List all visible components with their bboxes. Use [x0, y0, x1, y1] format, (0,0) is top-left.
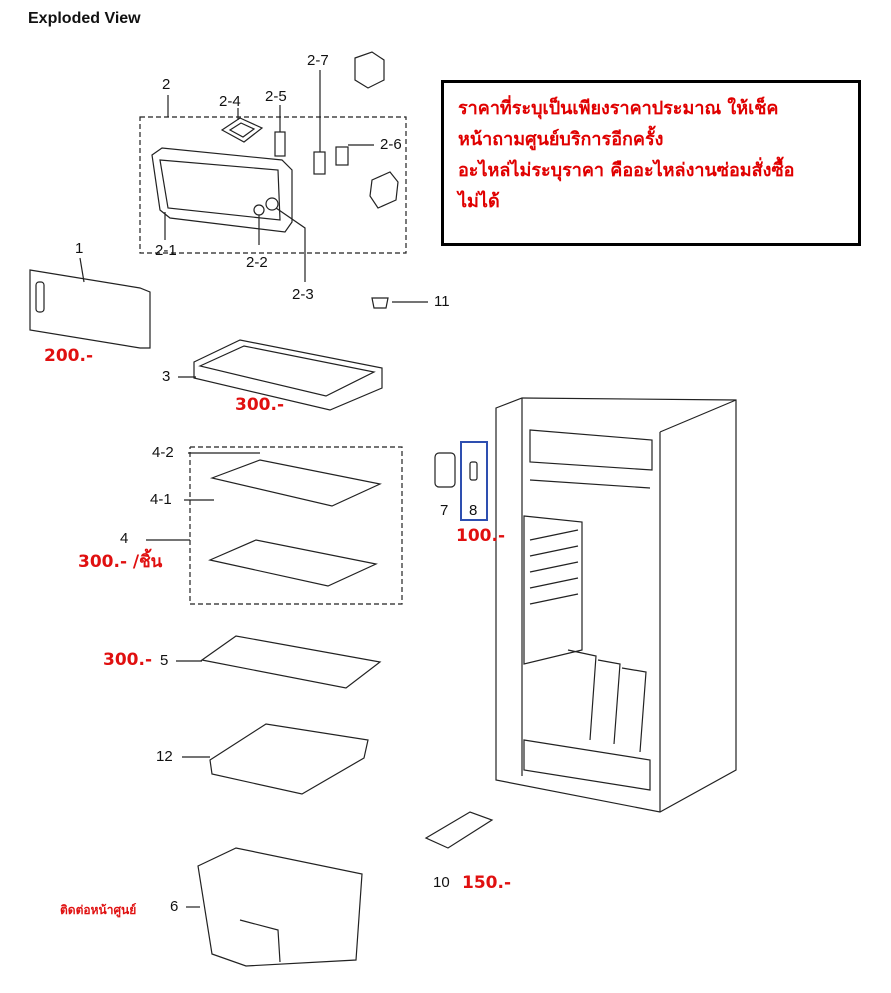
part-12-cool-pack-cover	[209, 723, 369, 795]
part-7-lamp-cover	[434, 452, 456, 488]
refrigerator-cabinet	[495, 397, 737, 813]
part-4-group-box	[189, 446, 403, 605]
price-part-3: 300.-	[235, 395, 284, 415]
bracket-top-icon	[354, 51, 385, 89]
part-10-ice-tray	[424, 811, 494, 849]
label-part-2-2: 2-2	[246, 254, 268, 271]
contact-center-note-part-6: ติดต่อหน้าศูนย์	[60, 903, 137, 917]
label-part-10: 10	[433, 874, 450, 891]
label-part-4: 4	[120, 530, 129, 547]
part-2-5-sensor	[274, 131, 286, 157]
part-2-4-cover	[220, 117, 264, 143]
part-2-group-box	[139, 116, 407, 254]
part-1-door-panel	[29, 269, 151, 349]
label-part-2: 2	[162, 76, 171, 93]
part-2-1-frame	[151, 147, 293, 233]
price-part-10: 150.-	[462, 873, 511, 893]
page-title: Exploded View	[28, 10, 141, 27]
label-part-2-4: 2-4	[219, 93, 241, 110]
label-part-2-7: 2-7	[307, 52, 329, 69]
label-part-3: 3	[162, 368, 171, 385]
price-notice-box: ราคาที่ระบุเป็นเพียงราคาประมาณ ให้เช็ค ห…	[441, 80, 861, 246]
label-part-2-1: 2-1	[155, 242, 177, 259]
part-6-vegetable-box	[197, 847, 363, 967]
part-3-tray	[193, 339, 383, 411]
label-part-8: 8	[469, 502, 478, 519]
part-11-cap	[371, 297, 389, 309]
part-8-lamp	[469, 461, 478, 481]
label-part-6: 6	[170, 898, 179, 915]
price-part-1: 200.-	[44, 346, 93, 366]
notice-line-3: อะไหล่ไม่ระบุราคา คืออะไหล่งานซ่อมสั่งซื…	[458, 160, 795, 181]
part-4-1-glass-shelf	[209, 459, 382, 507]
notice-line-4: ไม่ได้	[458, 191, 500, 212]
label-part-2-3: 2-3	[292, 286, 314, 303]
part-8-highlight-box	[460, 441, 488, 521]
notice-line-1: ราคาที่ระบุเป็นเพียงราคาประมาณ ให้เช็ค	[458, 98, 779, 119]
label-part-4-2: 4-2	[152, 444, 174, 461]
label-part-11: 11	[434, 293, 450, 310]
label-part-7: 7	[440, 502, 449, 519]
label-part-5: 5	[160, 652, 169, 669]
part-5-glass-shelf	[200, 635, 382, 689]
part-2-6-switch	[335, 146, 349, 166]
part-2-7-connector	[313, 151, 326, 175]
part-2-3-thermostat	[265, 197, 279, 211]
label-part-2-6: 2-6	[380, 136, 402, 153]
notice-line-2: หน้าถามศูนย์บริการอีกครั้ง	[458, 129, 664, 150]
price-part-4: 300.- /ชิ้น	[78, 552, 163, 572]
label-part-4-1: 4-1	[150, 491, 172, 508]
label-part-12: 12	[156, 748, 173, 765]
price-part-8: 100.-	[456, 526, 505, 546]
lamp-holder-icon	[369, 171, 399, 209]
price-part-5: 300.-	[103, 650, 152, 670]
part-4-2-glass-shelf	[208, 539, 378, 587]
label-part-2-5: 2-5	[265, 88, 287, 105]
part-2-2-knob	[253, 204, 265, 216]
label-part-1: 1	[75, 240, 84, 257]
